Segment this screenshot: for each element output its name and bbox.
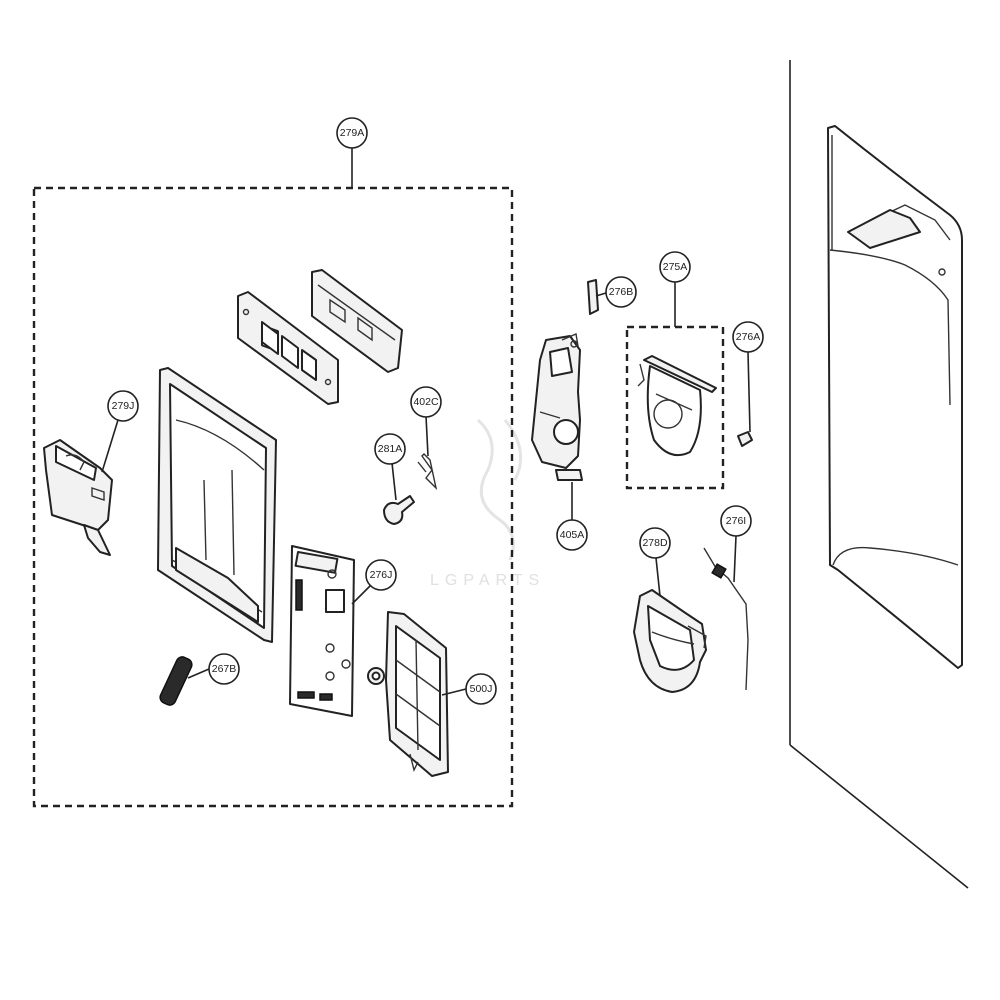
pcb-panel-part-276j bbox=[289, 545, 355, 717]
dispenser-cover-part bbox=[157, 367, 277, 643]
callout-276j: 276J bbox=[365, 559, 397, 591]
assembly-279a-box bbox=[32, 186, 514, 808]
lever-part-281a bbox=[383, 495, 415, 525]
callout-276i: 276I bbox=[720, 505, 752, 537]
coil-spring-part-267b bbox=[159, 656, 193, 706]
refrigerator-door bbox=[789, 60, 969, 889]
svg-text:275A: 275A bbox=[663, 261, 688, 273]
callout-276b: 276B bbox=[605, 276, 637, 308]
callout-267b: 267B bbox=[208, 653, 240, 685]
callout-279j: 279J bbox=[107, 390, 139, 422]
svg-text:402C: 402C bbox=[413, 396, 439, 408]
svg-text:276I: 276I bbox=[726, 515, 746, 527]
callout-500j: 500J bbox=[465, 673, 497, 705]
svg-text:276A: 276A bbox=[736, 331, 761, 343]
svg-text:LGPARTS: LGPARTS bbox=[430, 572, 545, 589]
svg-text:281A: 281A bbox=[378, 443, 403, 455]
svg-text:276J: 276J bbox=[370, 569, 393, 581]
callout-278d: 278D bbox=[639, 527, 671, 559]
callout-281a: 281A bbox=[374, 433, 406, 465]
svg-text:279A: 279A bbox=[340, 127, 365, 139]
callout-405a: 405A bbox=[556, 519, 588, 551]
svg-text:267B: 267B bbox=[212, 663, 237, 675]
screw-part-276a bbox=[737, 351, 753, 447]
wire-spring-part-276i bbox=[703, 547, 749, 691]
callout-276a: 276A bbox=[732, 321, 764, 353]
svg-text:278D: 278D bbox=[642, 537, 668, 549]
control-bracket-part bbox=[311, 269, 403, 373]
watermark-logo: LGPARTS bbox=[430, 418, 545, 589]
svg-text:500J: 500J bbox=[470, 683, 493, 695]
cup-part-278d bbox=[633, 589, 707, 693]
callout-275a: 275A bbox=[659, 251, 691, 283]
svg-text:405A: 405A bbox=[560, 529, 585, 541]
clip-part-276b bbox=[587, 279, 599, 315]
callout-402c: 402C bbox=[410, 386, 442, 418]
svg-text:279J: 279J bbox=[112, 400, 135, 412]
paddle-part-279j bbox=[43, 439, 113, 556]
solenoid-part-405a bbox=[531, 333, 583, 481]
svg-text:276B: 276B bbox=[609, 286, 634, 298]
flap-part-275a bbox=[637, 355, 717, 456]
bracket-part-500j bbox=[367, 611, 449, 777]
callout-279a: 279A bbox=[336, 117, 368, 149]
button-board-part bbox=[237, 291, 339, 405]
spring-part-402c bbox=[417, 453, 438, 491]
